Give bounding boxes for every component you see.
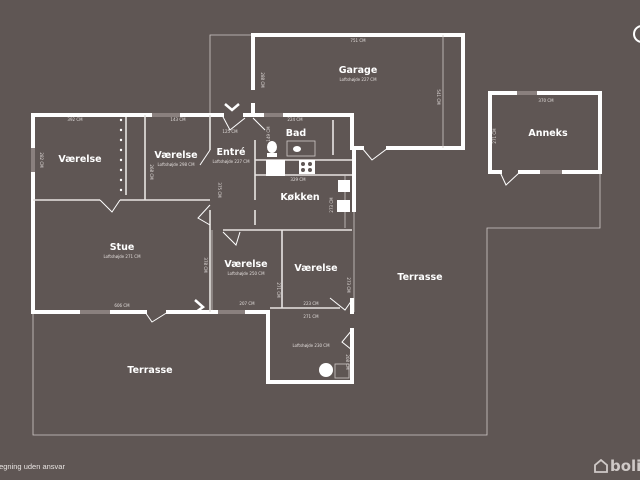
dimension: 370 CM bbox=[538, 98, 554, 103]
interior-walls bbox=[33, 115, 352, 312]
ceiling-height: Loftshøjde 230 CM bbox=[292, 343, 330, 348]
ceiling-height: Loftshøjde 271 CM bbox=[103, 254, 141, 259]
wardrobe-arrows bbox=[119, 118, 123, 192]
dimension: 378 CM bbox=[203, 257, 208, 273]
dimension: 282 CM bbox=[39, 152, 44, 168]
ceiling-height: Loftshøjde 227 CM bbox=[339, 77, 377, 82]
ceiling-height: Loftshøjde 298 CM bbox=[157, 162, 195, 167]
dimension: 375 CM bbox=[217, 182, 222, 198]
tub-icon bbox=[334, 363, 350, 379]
dimension: 392 CM bbox=[67, 117, 83, 122]
dimension: 223 CM bbox=[303, 301, 319, 306]
dimension: 149 CM bbox=[266, 126, 271, 142]
room-label-vaerelse: Værelse bbox=[294, 263, 337, 274]
dimension: 273 CM bbox=[329, 197, 334, 213]
kitchen-sink-icon bbox=[338, 180, 350, 192]
ceiling-height: Loftshøjde 227 CM bbox=[212, 159, 250, 164]
logo-text: boli bbox=[610, 457, 640, 475]
washer-icon bbox=[319, 363, 333, 377]
dimension: 271 CM bbox=[276, 282, 281, 298]
disclaimer-text: tegning uden ansvar bbox=[0, 462, 65, 471]
room-label-entre: Entré bbox=[217, 147, 246, 158]
room-label-stue: Stue bbox=[110, 242, 135, 253]
room-label-bad: Bad bbox=[286, 128, 306, 139]
dimension: 751 CM bbox=[350, 38, 366, 43]
dimension: 329 CM bbox=[290, 177, 306, 182]
dimension: 606 CM bbox=[114, 303, 130, 308]
room-label-anneks: Anneks bbox=[528, 128, 568, 139]
toilet-tank bbox=[267, 153, 277, 157]
exterior-walls bbox=[31, 33, 602, 384]
fixtures bbox=[119, 118, 350, 379]
dimension: 208 CM bbox=[345, 354, 350, 370]
dimension: 288 CM bbox=[260, 72, 265, 88]
dimension: 271 CM bbox=[303, 314, 319, 319]
room-label-garage: Garage bbox=[339, 65, 378, 76]
room-label-kokken: Køkken bbox=[280, 192, 320, 203]
doors bbox=[99, 103, 521, 351]
terrace-outlines bbox=[32, 34, 601, 436]
dimension: 207 CM bbox=[239, 301, 255, 306]
room-label-terrasse: Terrasse bbox=[397, 272, 442, 283]
sink-icon bbox=[286, 140, 316, 157]
dimension: 271 CM bbox=[492, 128, 497, 144]
dimension: 125 CM bbox=[222, 129, 238, 134]
ceiling-height: Loftshøjde 250 CM bbox=[227, 271, 265, 276]
house-icon bbox=[594, 459, 608, 473]
room-label-vaerelse: Værelse bbox=[58, 154, 101, 165]
room-label-terrasse: Terrasse bbox=[127, 365, 172, 376]
toilet-icon bbox=[267, 141, 277, 153]
dimension: 143 CM bbox=[170, 117, 186, 122]
dimension: 268 CM bbox=[149, 164, 154, 180]
room-labels: Værelse 392 CM 282 CM Værelse Loftshøjde… bbox=[39, 38, 568, 376]
dimension: 541 CM bbox=[436, 89, 441, 105]
kitchen-counter bbox=[266, 160, 285, 176]
brand-logo: boli bbox=[594, 457, 640, 475]
room-label-vaerelse: Værelse bbox=[154, 150, 197, 161]
room-label-vaerelse: Værelse bbox=[224, 259, 267, 270]
dimension: 273 CM bbox=[346, 277, 351, 293]
stove-icon bbox=[299, 160, 315, 174]
dimension: 224 CM bbox=[287, 117, 303, 122]
